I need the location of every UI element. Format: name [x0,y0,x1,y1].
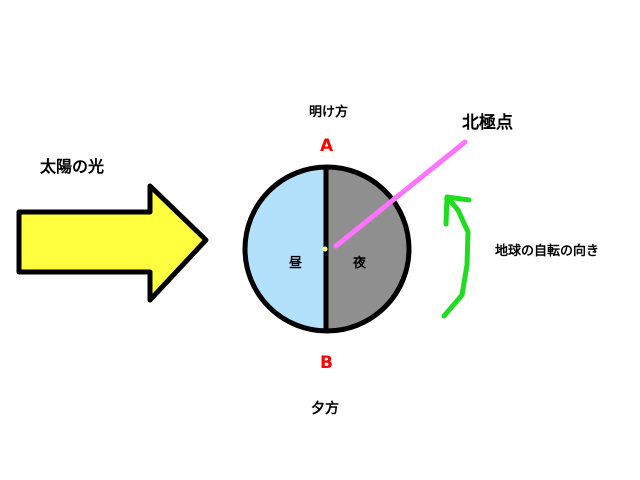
night-label: 夜 [353,256,367,271]
sunlight-label: 太陽の光 [40,157,105,176]
point-a-label: A [320,136,334,156]
day-half [243,166,326,332]
north-pole-dot [322,246,328,252]
point-b-label: B [320,353,333,373]
north-axis-line [333,139,468,249]
sunlight-arrow [16,183,209,303]
dawn-label: 明け方 [309,105,349,120]
rotation-label: 地球の自転の向き [495,244,600,259]
rotation-arrow [441,194,472,319]
day-label: 昼 [289,256,303,271]
dusk-label: 夕方 [311,401,339,417]
night-half [326,166,409,332]
north-pole-label: 北極点 [462,113,513,133]
